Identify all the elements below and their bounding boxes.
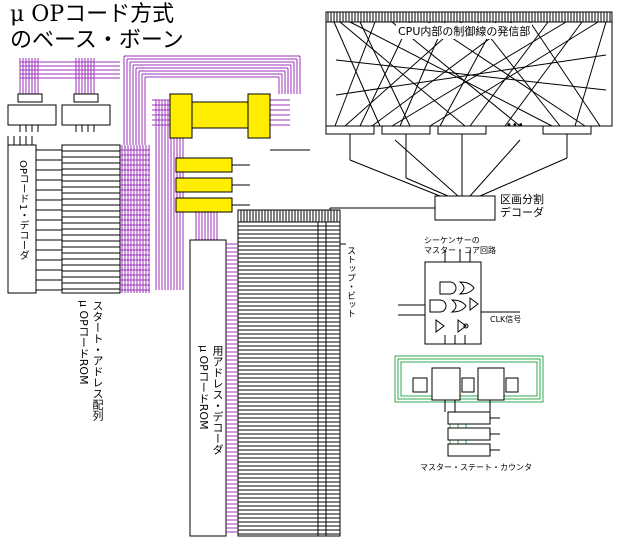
uop-rom-label: 用アドレス・デコーダ μ OPコードROM <box>196 345 224 455</box>
sequencer-core-circuit <box>398 250 520 345</box>
uop-rom-label-1: 用アドレス・デコーダ <box>211 345 224 455</box>
stop-bit-label: ストップ・ビット <box>345 246 355 318</box>
title-line-1: μ OPコード方式 <box>10 2 175 27</box>
connector-left-2 <box>73 93 99 103</box>
master-state-counter-label: マスター・ステート・カウンタ <box>420 463 532 472</box>
uop-rom-label-2: μ OPコードROM <box>197 345 210 430</box>
start-address-rom-label-1: スタート・アドレス配列 <box>91 300 104 421</box>
decoder-feed-lines <box>349 134 568 197</box>
signal-box-2 <box>381 125 431 135</box>
register-left-2 <box>61 104 111 126</box>
start-address-rom-label-2: μ OPコードROM <box>77 300 90 385</box>
sequencer-label-1: シーケンサーの <box>424 236 480 245</box>
connector-left-1 <box>17 93 43 103</box>
page-title: μ OPコード方式 のベース・ボーン <box>10 2 184 54</box>
sequencer-label-2: マスター・コア回路 <box>424 246 496 255</box>
op-decoder-label: OPコード1・デコーダ <box>17 160 28 261</box>
cpu-control-lines-block <box>325 11 613 135</box>
op-decoder-box <box>7 144 37 294</box>
signal-box-1 <box>325 125 375 135</box>
title-line-2: のベース・ボーン <box>10 28 184 53</box>
signal-box-4 <box>542 125 592 135</box>
master-state-counter <box>394 355 544 457</box>
region-decoder-label-1: 区画分割 <box>500 193 544 206</box>
start-address-rom <box>36 144 150 294</box>
crossing-control-lines <box>333 21 607 127</box>
region-decoder-label-2: デコーダ <box>500 206 544 219</box>
region-decoder-box <box>434 195 496 221</box>
region-decoder-label: 区画分割 デコーダ <box>500 193 544 219</box>
cpu-signals-label: CPU内部の制御線の発信部 <box>396 23 533 39</box>
sequencer-label: シーケンサーの マスター・コア回路 <box>424 236 496 256</box>
micro-op-rom <box>189 209 346 537</box>
yellow-latches <box>169 93 310 213</box>
register-left-1 <box>7 104 57 126</box>
clk-signal-label: CLK信号 <box>490 315 522 324</box>
purple-opcode-wires <box>19 58 120 94</box>
signal-box-3 <box>437 125 487 135</box>
start-address-rom-label: スタート・アドレス配列 μ OPコードROM <box>76 300 104 421</box>
more-boxes-ellipsis: ••• <box>506 120 524 131</box>
